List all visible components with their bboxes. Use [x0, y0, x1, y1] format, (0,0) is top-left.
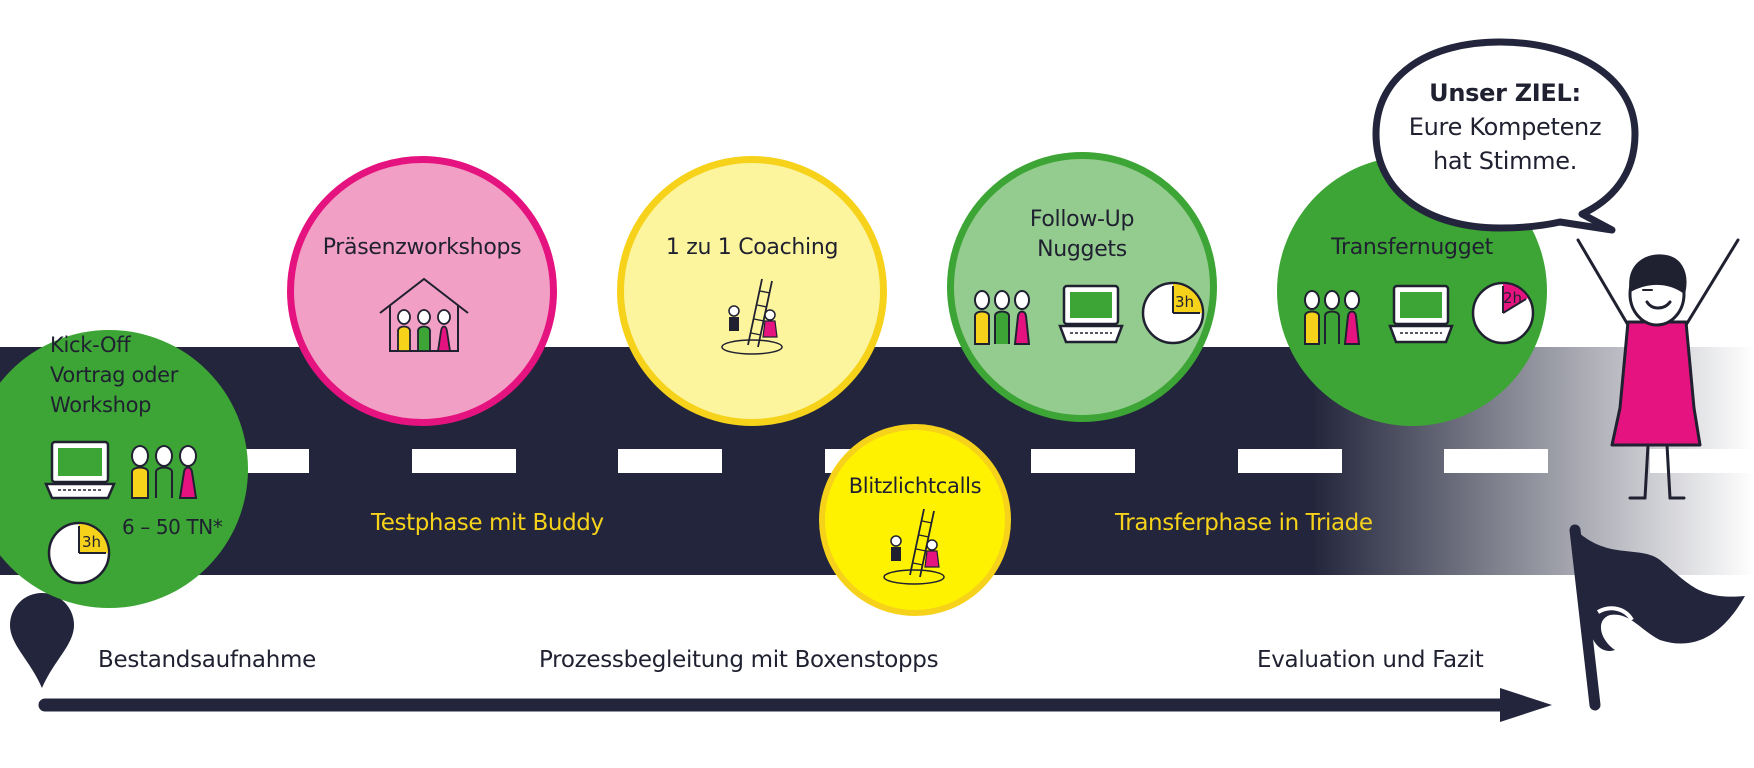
goal-text: Unser ZIEL: Eure Kompetenz hat Stimme. — [1385, 76, 1625, 178]
phase-test-label: Testphase mit Buddy — [371, 510, 604, 536]
goal-line3: hat Stimme. — [1432, 147, 1578, 175]
speech-bubble — [1372, 38, 1639, 234]
laptop-icon — [1058, 284, 1124, 344]
station-coaching-title: 1 zu 1 Coaching — [665, 235, 839, 260]
station-followup-title: Follow-Up Nuggets — [1029, 207, 1135, 262]
map-pin-icon — [10, 593, 74, 688]
clock-icon — [47, 521, 111, 585]
phase-transfer-label: Transferphase in Triade — [1115, 510, 1373, 536]
ladder-coaching-icon — [721, 278, 783, 355]
people-group-icon — [131, 445, 198, 499]
house-group-icon — [379, 277, 469, 352]
goal-line2: Eure Kompetenz — [1408, 113, 1602, 141]
station-transfer-title: Transfernugget — [1331, 235, 1493, 260]
cheering-person-icon — [1576, 238, 1740, 500]
station-praesenz-title: Präsenzworkshops — [322, 235, 522, 260]
people-group-icon — [974, 290, 1031, 345]
kickoff-participants-label: 6 – 50 TN* — [122, 515, 223, 539]
kickoff-duration-label: 3h — [82, 533, 102, 551]
laptop-icon — [1388, 284, 1454, 344]
transfer-duration-label: 2h — [1503, 289, 1523, 307]
clock-icon — [1141, 281, 1205, 345]
timeline-start-label: Bestandsaufnahme — [98, 647, 316, 673]
timeline-end-label: Evaluation und Fazit — [1257, 647, 1484, 673]
people-group-icon — [1304, 290, 1361, 345]
station-coaching-circle — [617, 156, 887, 426]
station-kickoff-circle — [0, 330, 248, 608]
station-kickoff-title: Kick-Off Vortrag oder Workshop — [50, 333, 179, 417]
ladder-coaching-icon — [883, 508, 945, 585]
flag-icon — [1569, 524, 1745, 711]
station-praesenz-circle — [287, 156, 557, 426]
station-blitz-title: Blitzlichtcalls — [848, 474, 982, 498]
clock-icon — [1471, 281, 1535, 345]
laptop-icon — [44, 440, 116, 500]
goal-heading: Unser ZIEL: — [1429, 79, 1581, 107]
timeline-middle-label: Prozessbegleitung mit Boxenstopps — [539, 647, 939, 673]
timeline-arrowhead — [1500, 688, 1552, 722]
followup-duration-label: 3h — [1175, 293, 1195, 311]
